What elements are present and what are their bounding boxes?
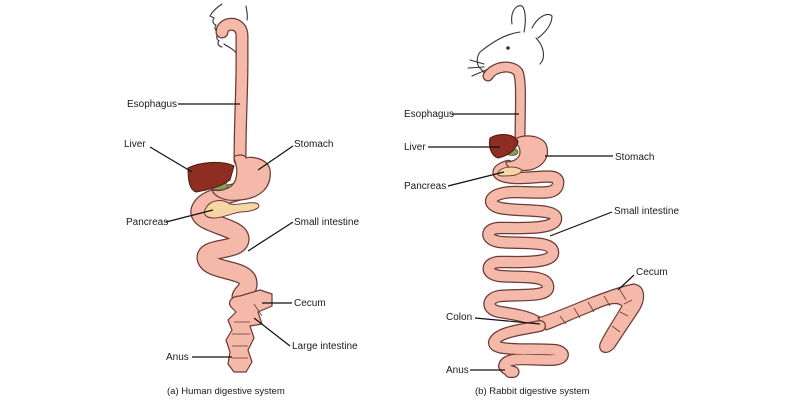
- human-anus-label: Anus: [166, 352, 189, 363]
- rabbit-small-intestine: [482, 159, 565, 331]
- human-large-intestine: [225, 289, 273, 373]
- human-liver-leader: [149, 146, 193, 173]
- human-stomach: [211, 154, 271, 201]
- rabbit-colon-label: Colon: [446, 312, 472, 323]
- human-small-intestine-label: Small intestine: [294, 217, 359, 228]
- human-digestive-system: Esophagus Liver Stomach Pancreas Small i…: [124, 3, 359, 397]
- human-esophagus: [215, 17, 249, 167]
- rabbit-small-intestine-label: Small intestine: [614, 206, 679, 217]
- rabbit-anus-label: Anus: [446, 365, 469, 376]
- rabbit-esophagus: [482, 61, 526, 146]
- rabbit-colon-leader: [474, 317, 541, 325]
- human-pancreas-leader: [165, 209, 214, 223]
- human-pancreas-label: Pancreas: [126, 217, 168, 228]
- rabbit-liver-label: Liver: [404, 142, 426, 153]
- human-small-intestine-leader: [247, 221, 294, 252]
- human-large-intestine-leader: [253, 317, 291, 347]
- human-caption: (a) Human digestive system: [167, 386, 285, 397]
- human-esophagus-label: Esophagus: [127, 99, 177, 110]
- rabbit-cecum-leader: [617, 274, 635, 291]
- rabbit-pancreas-label: Pancreas: [404, 181, 446, 192]
- human-liver-label: Liver: [124, 139, 146, 150]
- human-face-sketch: [209, 3, 248, 54]
- rabbit-digestive-system: Esophagus Liver Stomach Pancreas Small i…: [404, 5, 679, 397]
- rabbit-liver: [489, 134, 519, 159]
- rabbit-cecum-label: Cecum: [636, 267, 668, 278]
- human-large-intestine-label: Large intestine: [292, 341, 358, 352]
- rabbit-esophagus-label: Esophagus: [404, 109, 454, 120]
- rabbit-colon: [488, 320, 569, 378]
- human-pancreas: [203, 200, 260, 219]
- human-cecum-label: Cecum: [294, 298, 326, 309]
- human-stomach-leader: [257, 145, 294, 171]
- rabbit-small-intestine-leader: [549, 211, 613, 237]
- rabbit-stomach-label: Stomach: [615, 152, 654, 163]
- human-small-intestine: [190, 178, 260, 312]
- rabbit-cecum: [537, 283, 645, 353]
- rabbit-pancreas: [497, 166, 523, 177]
- human-stomach-label: Stomach: [294, 139, 333, 150]
- human-liver: [187, 161, 235, 193]
- rabbit-pancreas-leader: [447, 171, 505, 187]
- rabbit-caption: (b) Rabbit digestive system: [475, 386, 590, 397]
